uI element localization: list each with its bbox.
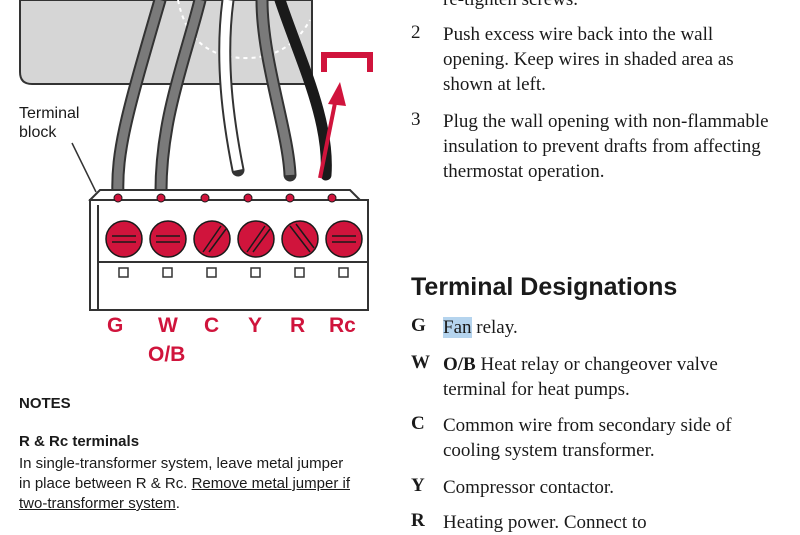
terminal-label-r: R [290,314,306,337]
rrc-note: In single-transformer system, leave meta… [19,454,359,514]
callout-line1: Terminal [19,105,80,122]
terminal-label-g: G [107,314,124,337]
terminal-label-c: C [204,314,220,337]
terminal-block-body [89,199,369,311]
screw-w [149,220,187,258]
terminal-label-rc: Rc [329,314,356,337]
terminal-top-holes [113,193,337,203]
screw-rc [325,220,363,258]
step-text-3: Plug the wall opening with non-flammable… [443,111,769,182]
wall-plate [19,0,313,85]
td-letter-c: C [411,413,425,434]
td-letter-r: R [411,510,425,531]
wire-y-fill [257,0,295,176]
notes-heading: NOTES [19,395,71,412]
wiring-diagram [19,0,373,311]
td-highlight-fan[interactable]: Fan [443,317,472,338]
wire-w-fill [156,0,205,197]
td-text-c: Common wire from secondary side of cooli… [443,415,732,461]
td-text-w: O/B Heat relay or changeover valve termi… [443,354,718,400]
rrc-end: . [175,495,180,512]
callout-label: Terminal block [19,104,79,142]
td-text-g: Fan relay. [443,317,518,338]
wire-c-fill [220,0,243,171]
terminal-windows [118,267,349,278]
callout-line [71,142,97,193]
terminal-sublabel-ob: O/B [148,343,186,366]
jumper-arrow-head [328,82,346,106]
terminal-screws [105,220,363,258]
jumper-arrow-shaft [318,97,338,179]
td-letter-y: Y [411,475,425,496]
section-title: Terminal Designations [411,273,678,301]
step-number-2: 2 [411,22,421,43]
td-text-r: Heating power. Connect to [443,512,647,533]
td-text-y: Compressor contactor. [443,477,614,498]
step-text-2: Push excess wire back into the wall open… [443,24,734,95]
screw-slots [112,223,356,253]
terminal-label-y: Y [248,314,263,337]
screw-g [105,220,143,258]
step-continuation: re-tighten screws. [443,0,783,12]
rrc-heading: R & Rc terminals [19,433,140,450]
rrc-text: In single-transformer system, leave meta… [19,455,344,492]
td-letter-g: G [411,315,426,336]
rrc-link: Remove metal jumper if two-transformer s… [19,475,350,512]
step-number-3: 3 [411,109,421,130]
terminal-label-w: W [158,314,178,337]
callout-line2: block [19,124,57,141]
wire-g-fill [113,0,165,197]
td-letter-w: W [411,352,430,373]
jumper-bracket [321,52,373,72]
